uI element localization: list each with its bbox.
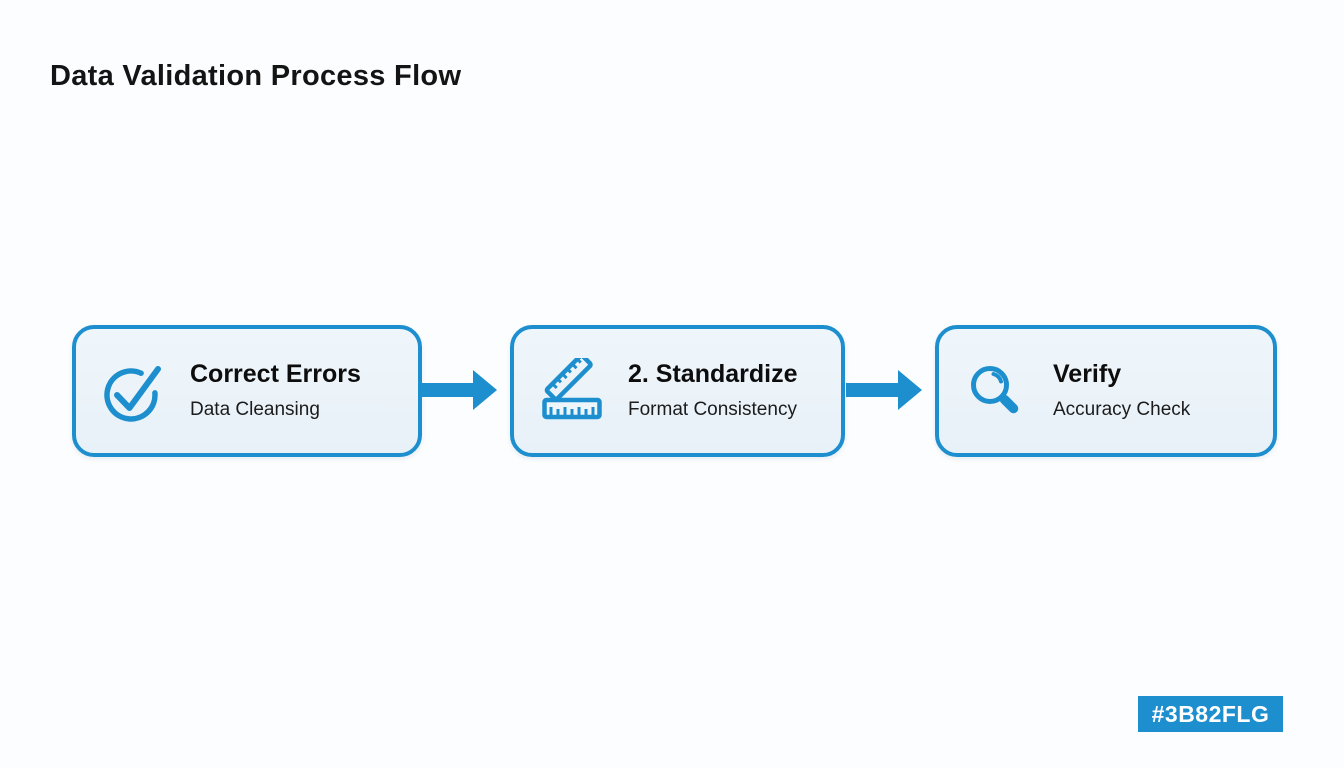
step-subtitle: Format Consistency: [628, 398, 797, 420]
step-text-block: Correct Errors Data Cleansing: [190, 360, 361, 422]
step-node-verify: Verify Accuracy Check: [935, 325, 1277, 457]
step-title: 2. Standardize: [628, 360, 798, 389]
step-text-block: Verify Accuracy Check: [1053, 360, 1190, 422]
step-node-correct-errors: Correct Errors Data Cleansing: [72, 325, 422, 457]
step-text-block: 2. Standardize Format Consistency: [628, 360, 798, 422]
check-circle-icon: [102, 358, 166, 424]
ruler-icon: [540, 358, 604, 424]
flow-arrow-icon: [846, 368, 922, 412]
search-icon: [965, 358, 1029, 424]
flow-arrow-icon: [421, 368, 497, 412]
step-title: Correct Errors: [190, 360, 361, 389]
step-subtitle: Data Cleansing: [190, 398, 320, 420]
step-node-standardize: 2. Standardize Format Consistency: [510, 325, 845, 457]
ref-code-badge: #3B82FLG: [1138, 696, 1283, 732]
diagram-title: Data Validation Process Flow: [50, 60, 462, 92]
step-title: Verify: [1053, 360, 1122, 389]
step-subtitle: Accuracy Check: [1053, 398, 1191, 420]
